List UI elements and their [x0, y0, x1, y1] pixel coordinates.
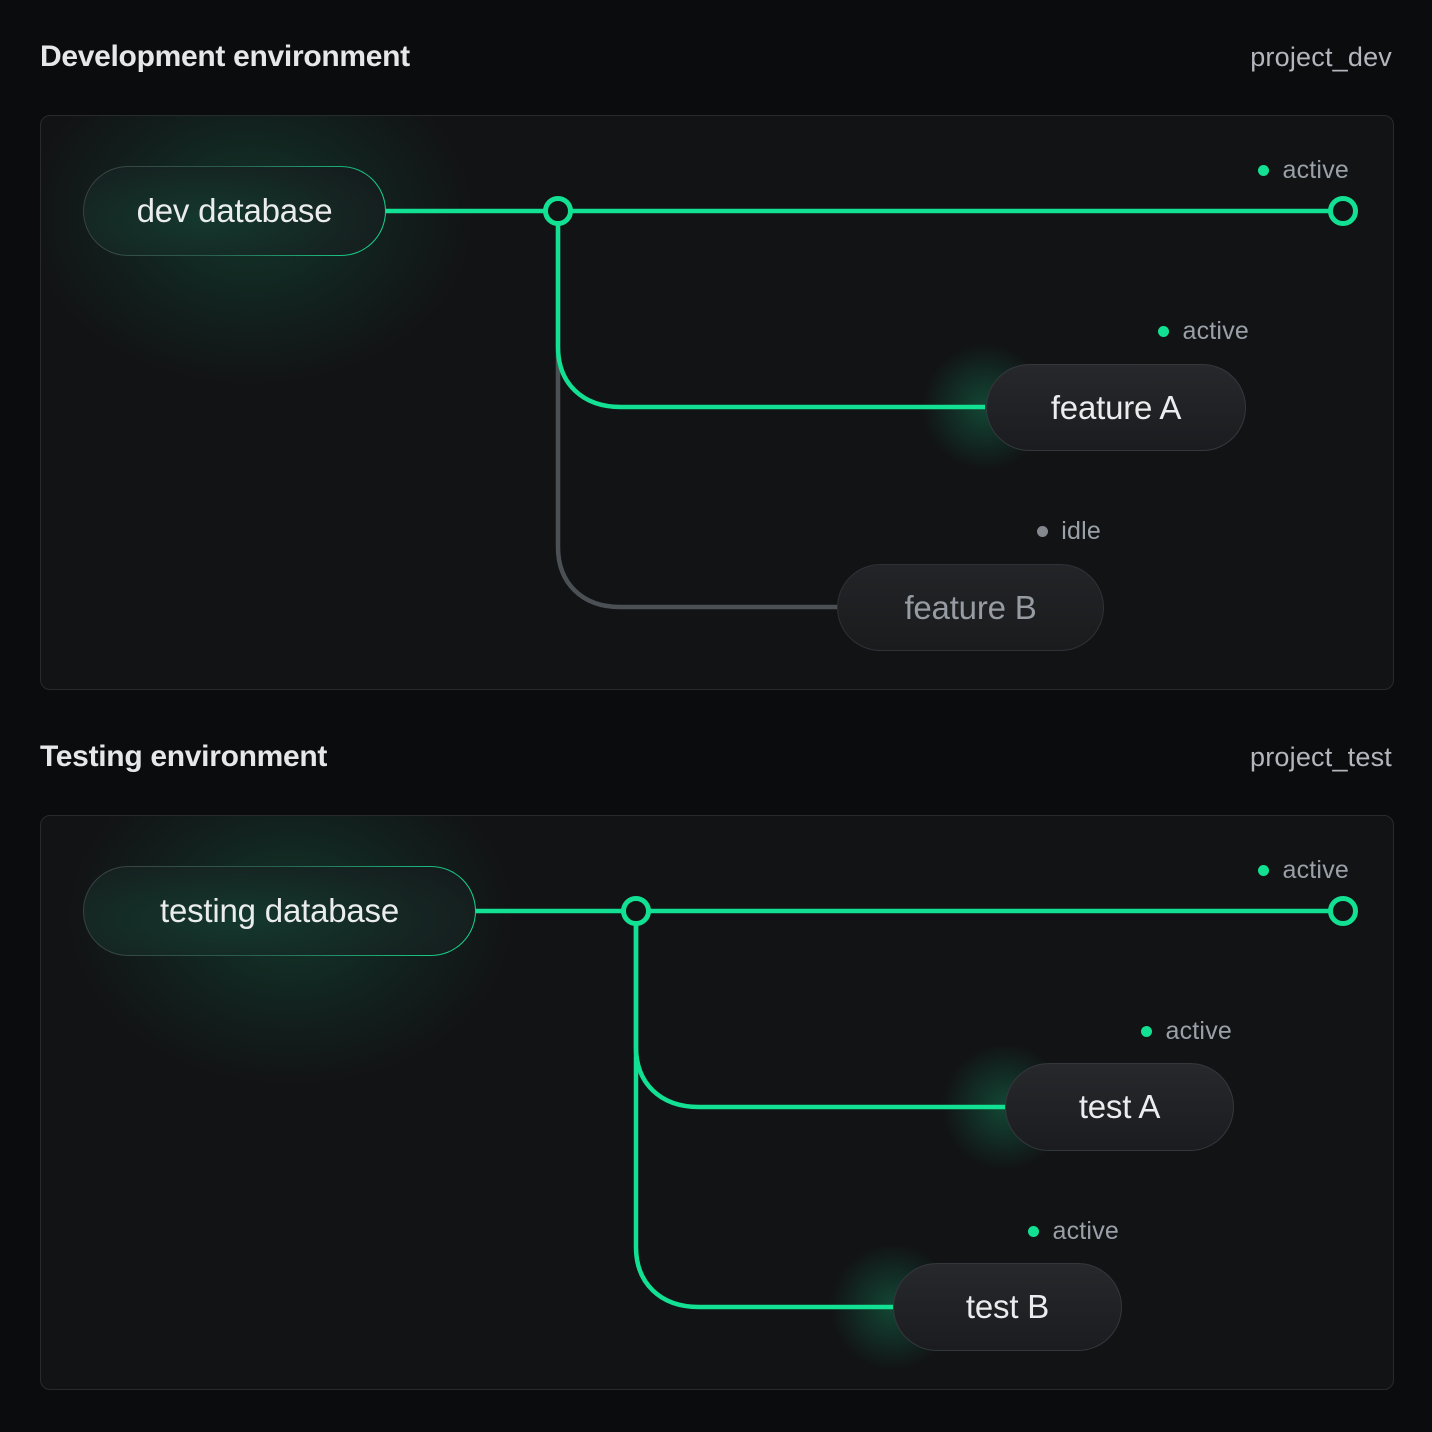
branch-label: feature B: [904, 588, 1037, 626]
status-badge-feature-b: idle: [1037, 516, 1101, 546]
status-label: active: [1052, 1216, 1119, 1245]
project-name: project_test: [1250, 742, 1392, 772]
branch-node-test-a[interactable]: test A: [1005, 1063, 1234, 1151]
root-branch-label: dev database: [136, 192, 333, 229]
project-name: project_dev: [1250, 42, 1392, 72]
branch-point-icon: [621, 896, 651, 926]
panel-title: Testing environment: [40, 740, 328, 773]
status-label: idle: [1061, 516, 1101, 545]
root-branch-label: testing database: [160, 892, 399, 929]
status-dot-icon: [1028, 1225, 1040, 1237]
status-dot-icon: [1141, 1025, 1153, 1037]
dev-branch-board: dev database feature A feature B active …: [40, 115, 1394, 690]
panel-title: Development environment: [40, 40, 410, 73]
branch-line-test-b: [633, 911, 893, 1310]
status-label: active: [1282, 855, 1349, 884]
dev-environment-header: Development environment project_dev: [40, 40, 1392, 82]
branch-endpoint-icon: [1328, 896, 1358, 926]
status-badge-main: active: [1258, 155, 1349, 185]
status-badge-test-a: active: [1141, 1016, 1232, 1046]
root-branch-node-testing-database[interactable]: testing database: [83, 866, 476, 956]
branch-line-test-a: [633, 911, 1005, 1110]
branch-lines: [476, 896, 1358, 1310]
test-environment-header: Testing environment project_test: [40, 740, 1392, 782]
status-label: active: [1182, 316, 1249, 345]
status-badge-feature-a: active: [1158, 316, 1249, 346]
status-label: active: [1165, 1016, 1232, 1045]
root-branch-node-dev-database[interactable]: dev database: [83, 166, 386, 256]
status-label: active: [1282, 155, 1349, 184]
status-dot-icon: [1258, 864, 1270, 876]
branch-lines: [386, 196, 1358, 610]
branch-node-feature-b[interactable]: feature B: [837, 564, 1104, 651]
branch-label: test A: [1078, 1088, 1161, 1125]
branch-node-feature-a[interactable]: feature A: [986, 364, 1246, 451]
branch-endpoint-icon: [1328, 196, 1358, 226]
status-badge-main: active: [1258, 855, 1349, 885]
status-dot-icon: [1158, 325, 1170, 337]
status-dot-icon: [1258, 164, 1270, 176]
status-dot-icon: [1037, 525, 1049, 537]
branch-node-test-b[interactable]: test B: [893, 1263, 1122, 1351]
branch-line-feature-b: [555, 211, 837, 610]
branch-point-icon: [543, 196, 573, 226]
branch-label: feature A: [1050, 388, 1182, 426]
test-branch-board: testing database test A test B active ac…: [40, 815, 1394, 1390]
branch-label: test B: [965, 1288, 1050, 1325]
status-badge-test-b: active: [1028, 1216, 1119, 1246]
branch-line-feature-a: [555, 211, 985, 410]
